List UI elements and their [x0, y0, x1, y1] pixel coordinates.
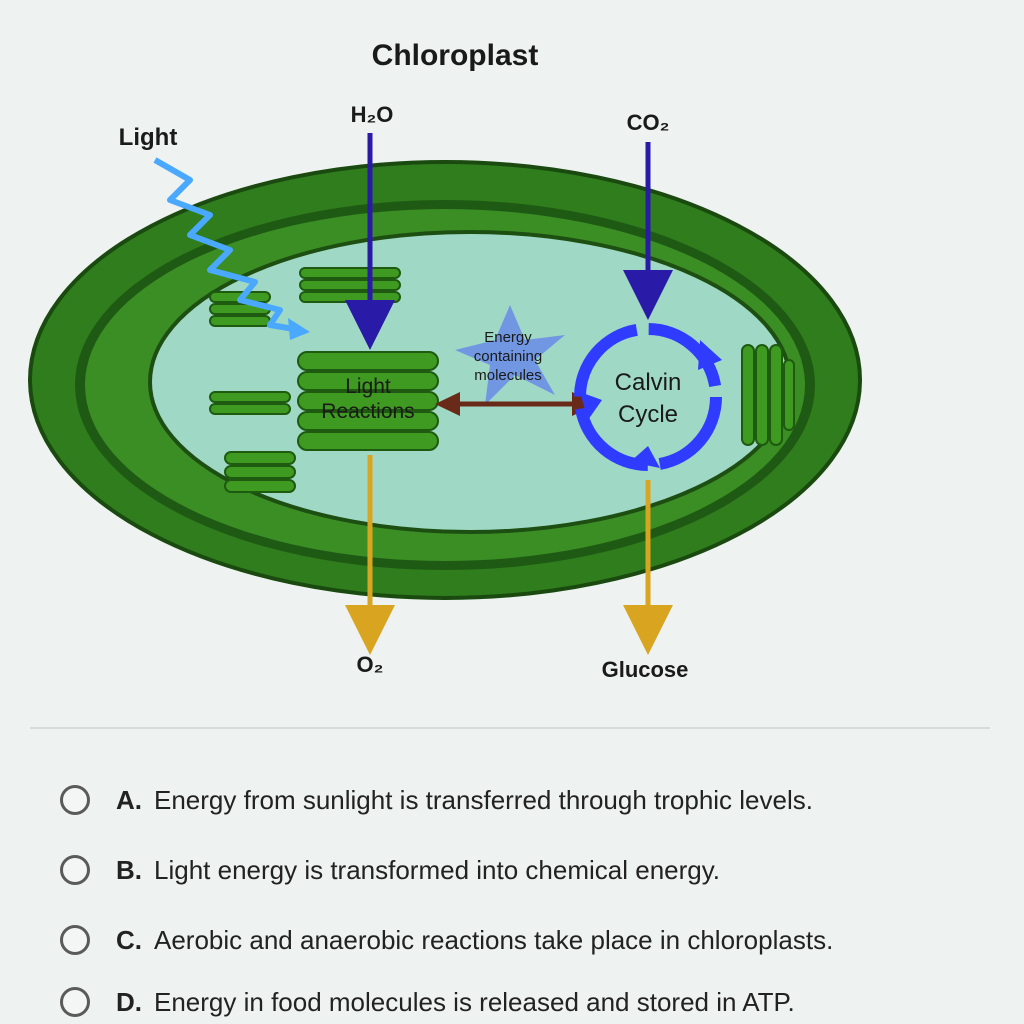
energy-label-line2: containing [474, 348, 542, 365]
answer-option-b[interactable]: B. Light energy is transformed into chem… [60, 848, 720, 892]
answer-letter: B. [116, 854, 142, 885]
answer-text: Light energy is transformed into chemica… [154, 854, 721, 885]
light-wave-icon [153, 157, 301, 333]
energy-star-icon [455, 305, 565, 405]
answer-option-d[interactable]: D. Energy in food molecules is released … [60, 980, 795, 1024]
calvin-cycle-icon [574, 323, 722, 471]
calvin-cycle-label-line1: Calvin [615, 369, 682, 396]
co2-label: CO₂ [627, 110, 670, 135]
diagram-title: Chloroplast [372, 39, 539, 72]
answer-option-a[interactable]: A. Energy from sunlight is transferred t… [60, 778, 813, 822]
energy-label-line1: Energy [484, 329, 532, 346]
answer-letter: D. [116, 986, 142, 1017]
answer-option-c[interactable]: C. Aerobic and anaerobic reactions take … [60, 918, 833, 962]
glucose-label: Glucose [602, 657, 689, 682]
radio-icon[interactable] [60, 987, 90, 1017]
light-wave-arrowhead [288, 318, 310, 340]
oxygen-label: O₂ [357, 652, 384, 677]
energy-exchange-arrowhead-left [435, 392, 460, 416]
light-reactions-label-line1: Light [345, 375, 391, 398]
calvin-cycle-label-line2: Cycle [618, 401, 678, 428]
energy-label-line3: molecules [474, 367, 542, 384]
answer-text: Energy from sunlight is transferred thro… [154, 784, 813, 815]
water-label: H₂O [351, 102, 394, 127]
answer-options: A. Energy from sunlight is transferred t… [0, 760, 1024, 1024]
thylakoid-stack-main [297, 351, 439, 451]
thylakoid-stack-top [209, 267, 401, 327]
light-label: Light [119, 124, 178, 151]
radio-icon[interactable] [60, 925, 90, 955]
answer-letter: A. [116, 784, 142, 815]
radio-icon[interactable] [60, 785, 90, 815]
light-reactions-label-line2: Reactions [321, 400, 414, 423]
answer-text: Energy in food molecules is released and… [154, 986, 795, 1017]
answer-letter: C. [116, 924, 142, 955]
thylakoid-stack-right [741, 344, 795, 446]
answer-text: Aerobic and anaerobic reactions take pla… [154, 924, 834, 955]
thylakoid-stack-left [209, 391, 296, 493]
radio-icon[interactable] [60, 855, 90, 885]
